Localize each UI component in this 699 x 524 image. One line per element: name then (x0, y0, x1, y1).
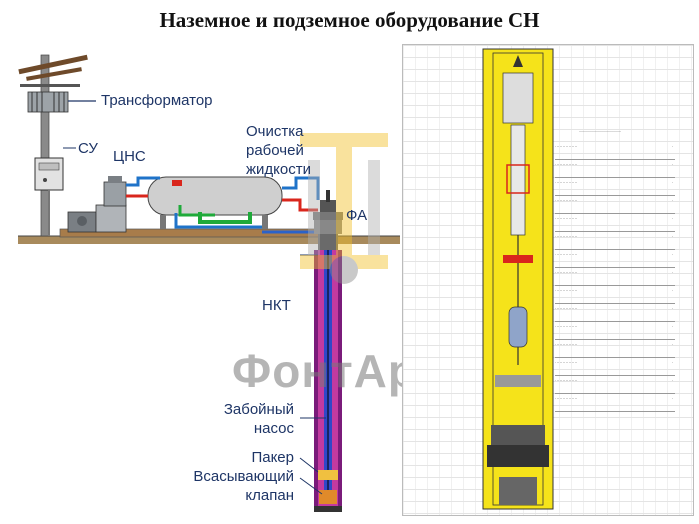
spec-row: ················ (555, 285, 675, 304)
spec-row: ················ (555, 213, 675, 232)
wellhead (313, 190, 343, 250)
pump-section-drawing (482, 48, 554, 510)
spec-row: ················ (555, 177, 675, 196)
spec-row: ················ (555, 375, 675, 394)
spec-table-title: ····················· (579, 129, 621, 135)
label-packer: Пакер (251, 449, 294, 466)
centrifugal-pump-unit (67, 176, 127, 233)
power-pole (18, 54, 88, 237)
spec-row: ················ (555, 141, 675, 160)
label-pump: Забойный насос (223, 401, 294, 437)
spec-row: ················ (555, 339, 675, 358)
label-cleaning: Очистка рабочей жидкости (246, 123, 311, 178)
spec-row: ················ (555, 195, 675, 214)
spec-row: ················ (555, 159, 675, 178)
spec-row: ················ (555, 321, 675, 340)
label-nkt: НКТ (262, 297, 291, 314)
label-su: СУ (78, 140, 98, 157)
spec-row: ················ (555, 303, 675, 322)
spec-row: ················ (555, 393, 675, 412)
watermark-logo (300, 133, 388, 284)
label-valve: Всасывающий клапан (193, 468, 294, 504)
page-title: Наземное и подземное оборудование СН (159, 8, 540, 32)
spec-row: ················ (555, 231, 675, 250)
transformer (27, 91, 96, 113)
label-fa: ФА (346, 207, 368, 224)
label-cns: ЦНС (113, 148, 146, 165)
control-station (34, 147, 76, 236)
well-bore (299, 250, 342, 512)
label-transformer: Трансформатор (101, 92, 213, 109)
downhole-pump-section-drawing: ····················· ················ ·… (402, 44, 694, 516)
spec-row: ················ (555, 357, 675, 376)
spec-row: ················ (555, 249, 675, 268)
spec-row: ················ (555, 267, 675, 286)
